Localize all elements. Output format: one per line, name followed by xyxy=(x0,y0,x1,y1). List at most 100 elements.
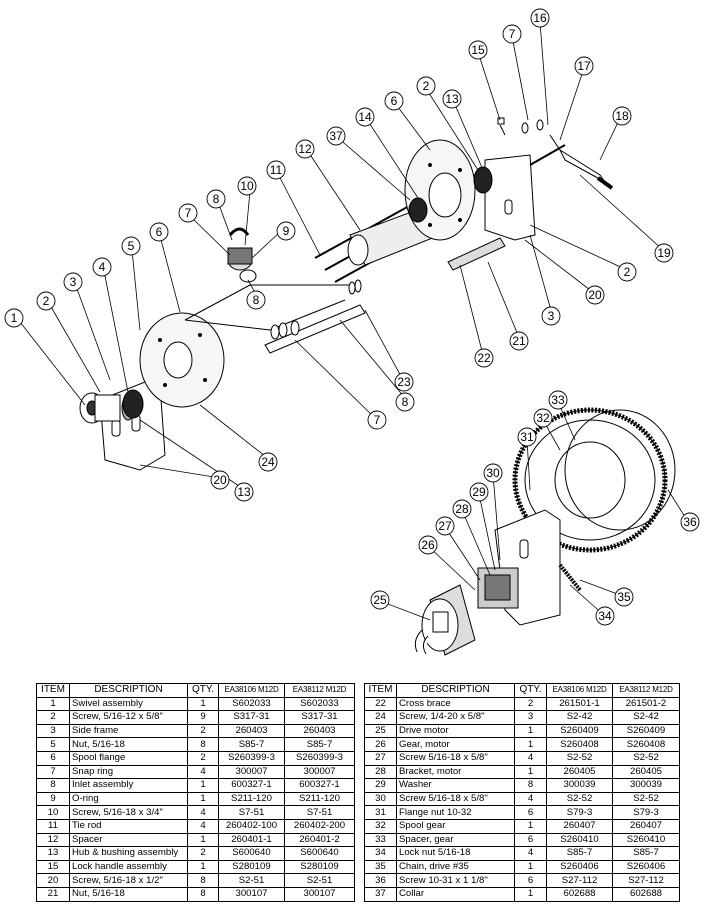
cell-item: 35 xyxy=(364,859,397,875)
cell-description: Screw 10-31 x 1 1/8" xyxy=(396,873,515,888)
left-spool-flange xyxy=(139,312,225,408)
cell-model-a: S2-51 xyxy=(218,873,285,888)
header-qty: QTY. xyxy=(514,683,547,698)
header-model-b: EA38112 M12D xyxy=(284,683,355,698)
cell-model-b: 600327-1 xyxy=(284,778,355,793)
callout-number: 5 xyxy=(128,239,135,253)
inlet-assembly xyxy=(227,227,257,283)
cell-item: 26 xyxy=(364,737,397,752)
cell-model-b: S79-3 xyxy=(612,805,680,820)
callout-circle xyxy=(541,306,561,326)
callout-circle xyxy=(614,587,634,607)
crank-handle xyxy=(529,144,614,190)
drive-motor xyxy=(414,584,476,656)
callout-circle xyxy=(612,106,632,126)
header-item: ITEM xyxy=(36,683,70,698)
cell-description: Spacer xyxy=(69,832,188,848)
cell-model-a: S260408 xyxy=(546,737,613,752)
cell-model-b: 260401-2 xyxy=(284,832,355,848)
callout-circle xyxy=(266,160,286,180)
cell-model-a: 260401-1 xyxy=(218,832,285,848)
cell-qty: 1 xyxy=(187,791,219,807)
cell-item: 30 xyxy=(364,791,397,807)
cell-model-a: S2-42 xyxy=(546,710,613,725)
cell-item: 22 xyxy=(364,696,397,712)
cell-model-b: S600640 xyxy=(284,846,355,861)
callout-circle xyxy=(4,308,24,328)
callout-number: 18 xyxy=(615,109,629,123)
cell-item: 36 xyxy=(364,873,397,888)
callout-circle xyxy=(36,291,56,311)
cell-model-b: S260399-3 xyxy=(284,750,355,766)
cell-item: 3 xyxy=(36,723,70,739)
callout-number: 16 xyxy=(533,11,547,25)
cell-qty: 6 xyxy=(514,805,547,820)
callout-number: 30 xyxy=(486,466,500,480)
cell-model-a: 260407 xyxy=(546,818,613,834)
cell-qty: 4 xyxy=(514,791,547,807)
cell-model-b: S85-7 xyxy=(284,737,355,752)
cell-description: Washer xyxy=(396,778,515,793)
cell-model-b: S2-52 xyxy=(612,791,680,807)
cell-model-b: S2-52 xyxy=(612,750,680,766)
cell-item: 34 xyxy=(364,846,397,861)
callout-circle xyxy=(680,512,700,532)
cell-model-a: S317-31 xyxy=(218,710,285,725)
cell-qty: 4 xyxy=(187,818,219,834)
cell-model-a: S260406 xyxy=(546,859,613,875)
cell-item: 9 xyxy=(36,791,70,807)
cell-qty: 3 xyxy=(514,710,547,725)
callout-circle xyxy=(502,24,522,44)
cell-model-a: S600640 xyxy=(218,846,285,861)
callout-number: 28 xyxy=(455,502,469,516)
callout-circle xyxy=(474,348,494,368)
callout-circle xyxy=(418,535,438,555)
cell-description: Side frame xyxy=(69,723,188,739)
cell-model-b: 260402-200 xyxy=(284,818,355,834)
callout-circle xyxy=(442,89,462,109)
cell-qty: 2 xyxy=(514,696,547,712)
cell-model-b: S2-42 xyxy=(612,710,680,725)
callout-circle xyxy=(617,262,637,282)
callout-number: 37 xyxy=(329,129,343,143)
cell-qty: 1 xyxy=(187,696,219,712)
cell-item: 21 xyxy=(36,886,70,902)
cell-model-b: S260408 xyxy=(612,737,680,752)
callout-number: 19 xyxy=(657,246,671,260)
cell-item: 10 xyxy=(36,805,70,820)
callout-circle xyxy=(92,257,112,277)
callout-number: 13 xyxy=(237,485,251,499)
callout-circle xyxy=(121,236,141,256)
callout-circle xyxy=(178,203,198,223)
cell-model-b: S211-120 xyxy=(284,791,355,807)
callout-number: 3 xyxy=(548,309,555,323)
cell-model-b: 300039 xyxy=(612,778,680,793)
callout-circle xyxy=(395,392,415,412)
callout-circle xyxy=(246,290,266,310)
header-model-b: EA38112 M12D xyxy=(612,683,680,698)
cell-description: Chain, drive #35 xyxy=(396,859,515,875)
callout-circle xyxy=(355,107,375,127)
cell-description: Screw 5/16-18 x 5/8" xyxy=(396,750,515,766)
callout-number: 14 xyxy=(358,110,372,124)
cell-model-a: S2-52 xyxy=(546,750,613,766)
cell-model-a: S260399-3 xyxy=(218,750,285,766)
callout-circle xyxy=(595,606,615,626)
cell-description: Nut, 5/16-18 xyxy=(69,737,188,752)
cell-model-a: 600327-1 xyxy=(218,778,285,793)
cell-description: Screw, 5/16-18 x 1/2" xyxy=(69,873,188,888)
callout-circle xyxy=(517,427,537,447)
callout-circle xyxy=(469,482,489,502)
